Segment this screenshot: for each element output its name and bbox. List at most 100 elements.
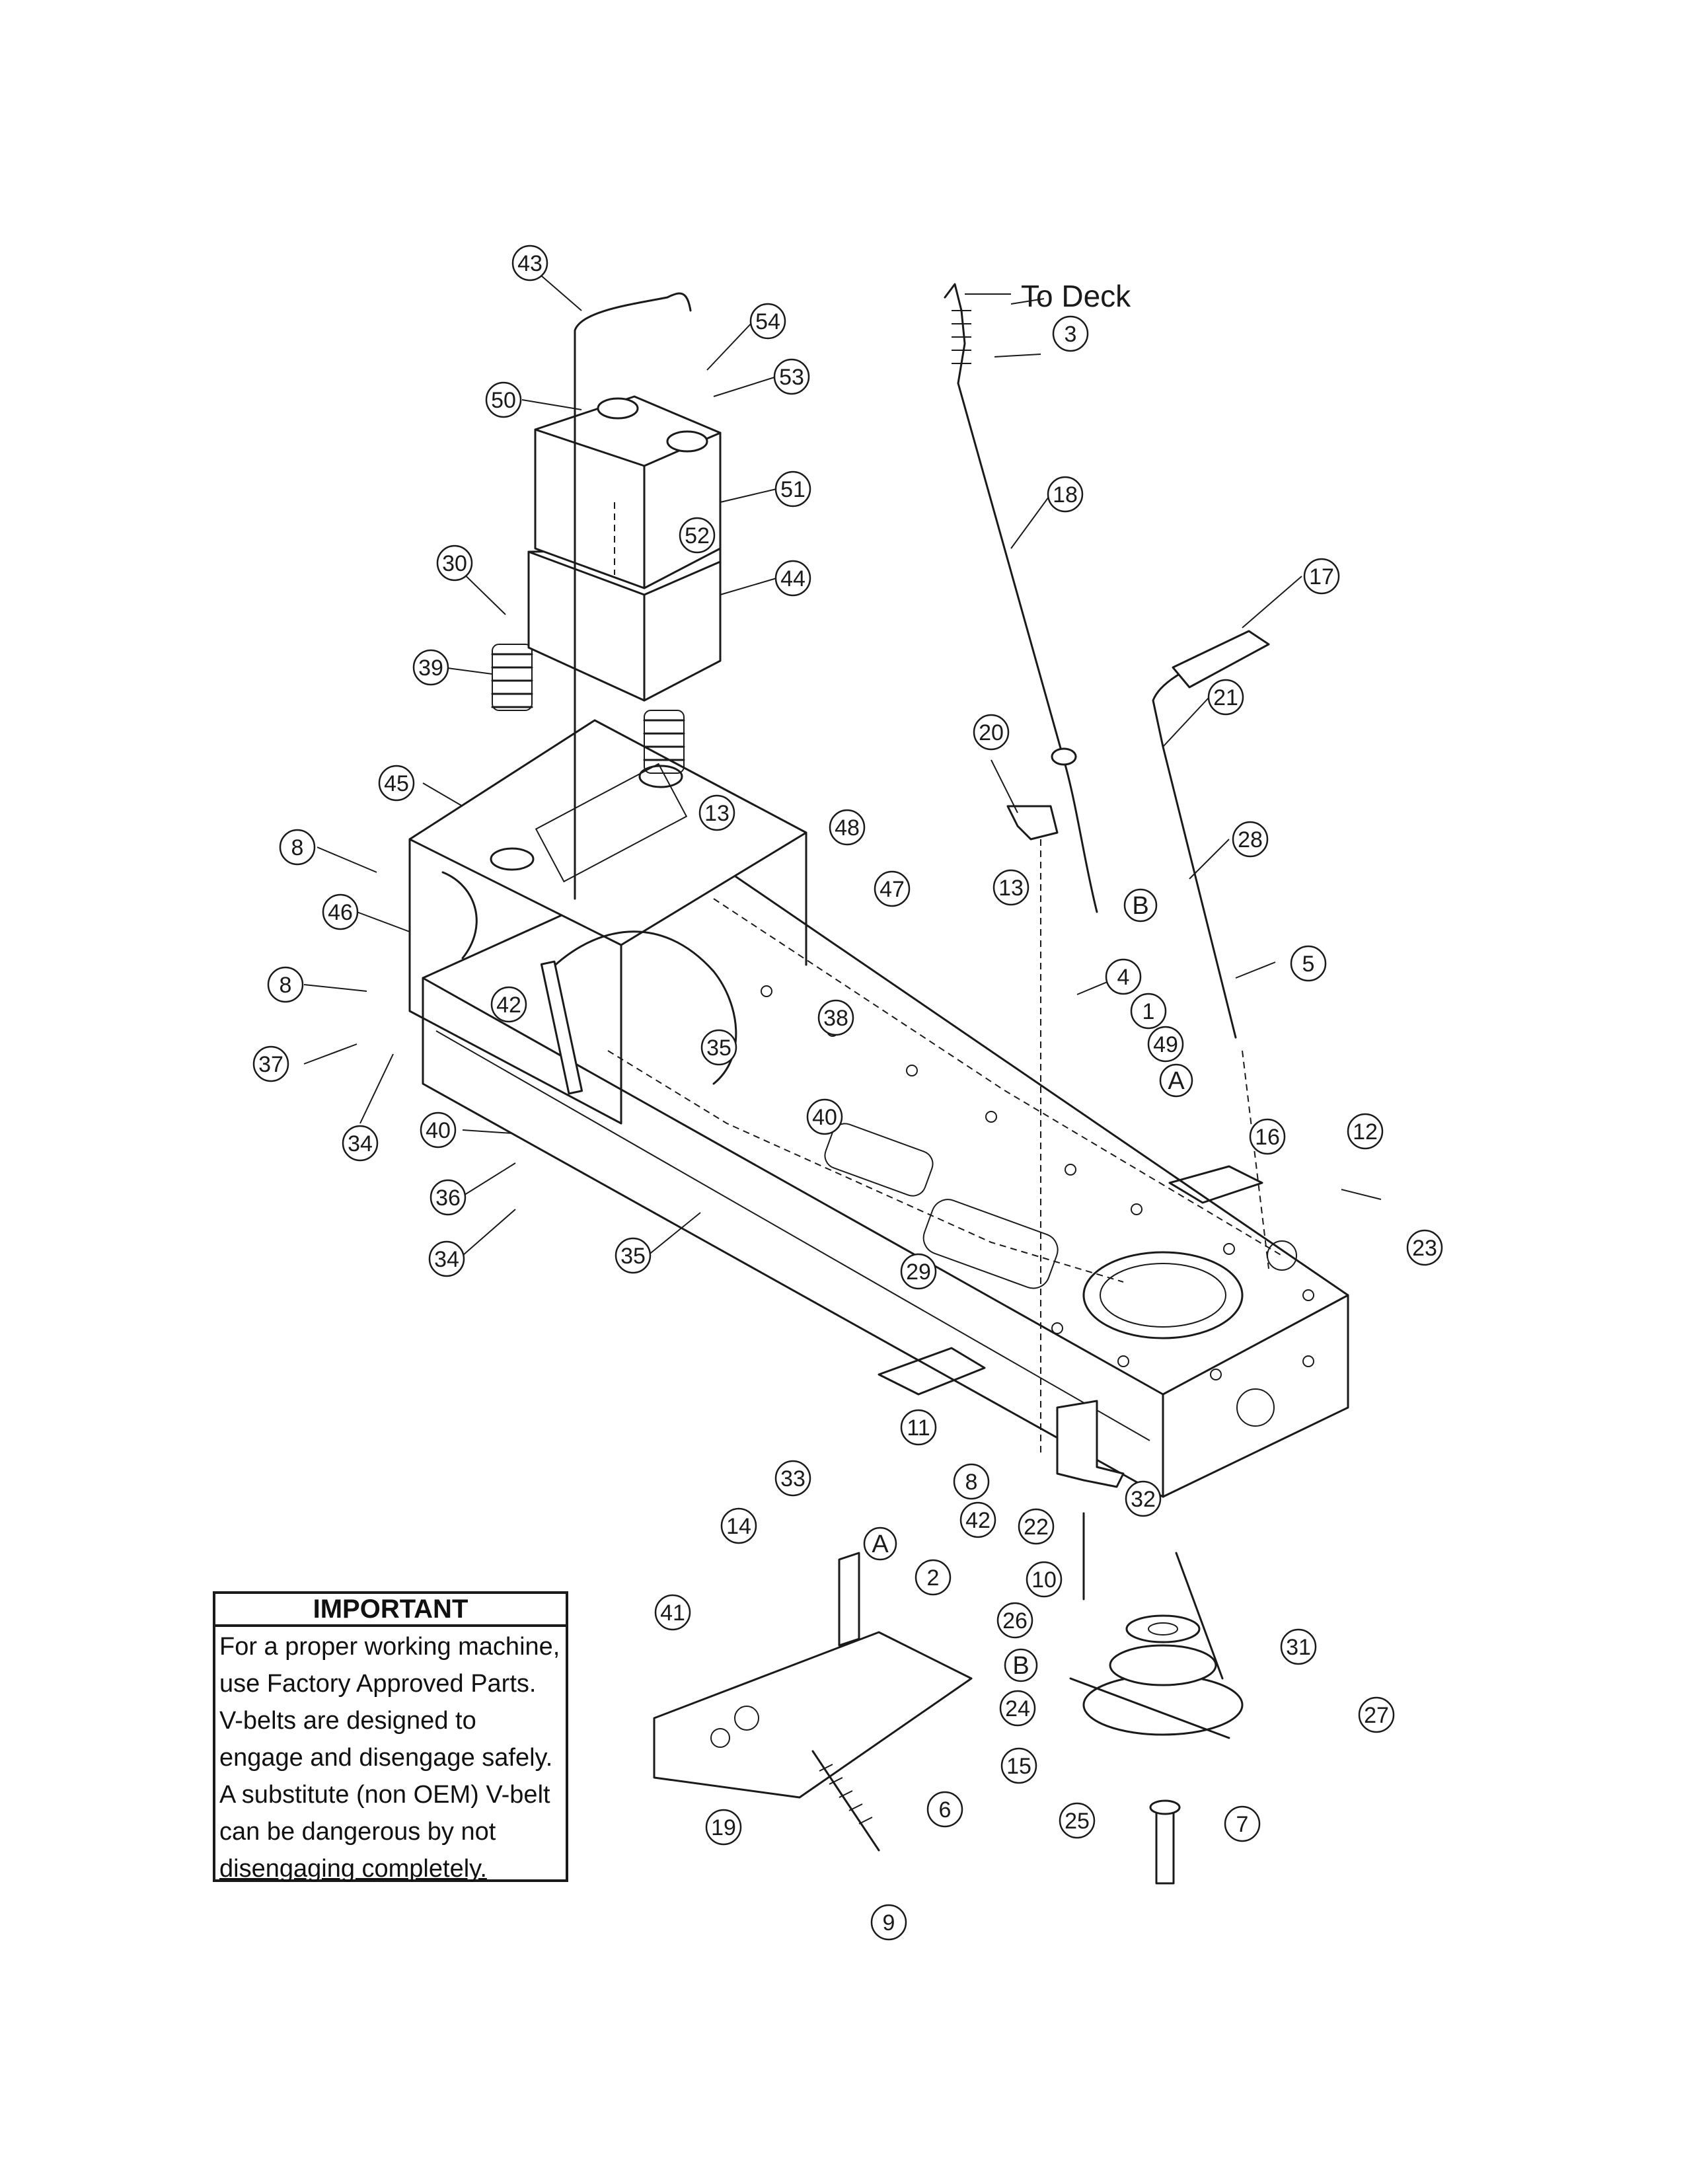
part-callout: 25	[1059, 1802, 1096, 1839]
callout-circle	[863, 1526, 897, 1561]
callout-circle	[720, 1507, 757, 1544]
pivot-bracket-32	[1056, 1400, 1125, 1600]
part-callout: 39	[412, 649, 449, 686]
callout-number: 40	[812, 1105, 837, 1130]
callout-circle	[1059, 1802, 1096, 1839]
callout-circle	[412, 649, 449, 686]
part-callout: 17	[1303, 558, 1340, 595]
callout-number: 38	[823, 1006, 848, 1031]
callout-number: 26	[1002, 1608, 1028, 1634]
part-callout: 13	[698, 794, 735, 831]
part-callout: 24	[999, 1690, 1036, 1727]
callout-circle	[436, 545, 473, 582]
part-callout: 48	[829, 809, 866, 846]
callout-number: 35	[706, 1036, 731, 1061]
callout-circle	[511, 245, 548, 282]
part-callout: 27	[1358, 1696, 1395, 1733]
callout-circle	[926, 1791, 963, 1828]
callout-circle	[774, 1460, 811, 1497]
part-callout: 37	[252, 1045, 289, 1082]
frame-assembly	[422, 851, 1349, 1498]
callout-circle	[959, 1501, 996, 1538]
part-callout: 35	[615, 1237, 652, 1274]
callout-circle	[490, 986, 527, 1023]
callout-circle	[1303, 558, 1340, 595]
callout-number: 30	[442, 551, 467, 576]
part-callout: 42	[490, 986, 527, 1023]
part-callout: 47	[874, 870, 911, 907]
part-callout: 36	[430, 1179, 467, 1216]
callout-number: 46	[328, 900, 353, 925]
part-callout: 7	[1224, 1805, 1261, 1842]
callout-circle	[378, 765, 415, 802]
deck-engagement-cable	[944, 283, 1098, 913]
callout-circle	[1047, 476, 1084, 513]
callout-circle	[279, 829, 316, 866]
important-lines: For a proper working machine, use Factor…	[215, 1627, 566, 1887]
callout-circle	[485, 381, 522, 418]
callout-circle	[700, 1029, 737, 1066]
part-callout: 52	[679, 517, 716, 554]
callout-circle	[1147, 1026, 1184, 1063]
callout-circle	[817, 999, 854, 1036]
seat-spring-right	[643, 710, 685, 774]
important-line: V-belts are designed to	[219, 1707, 476, 1735]
callout-circle	[973, 714, 1010, 751]
callout-number: 54	[755, 309, 780, 334]
callout-number: 28	[1238, 827, 1263, 852]
callout-circle	[1000, 1747, 1037, 1784]
part-callout: 40	[806, 1098, 843, 1135]
part-callout: 41	[654, 1594, 691, 1631]
callout-circle	[1004, 1648, 1038, 1682]
part-callout: 35	[700, 1029, 737, 1066]
callout-circle	[1347, 1113, 1384, 1150]
callout-number: 48	[835, 815, 860, 841]
reference-marker: A	[1159, 1063, 1193, 1098]
callout-circle	[679, 517, 716, 554]
lower-bracket-41	[653, 1552, 973, 1799]
callout-number: B	[1132, 892, 1148, 920]
callout-number: 21	[1213, 685, 1238, 710]
callout-number: 20	[979, 720, 1004, 745]
part-callout: 23	[1406, 1229, 1443, 1266]
important-notice: IMPORTANT For a proper working machine, …	[213, 1591, 568, 1883]
callout-number: 29	[906, 1260, 931, 1285]
callout-number: 8	[291, 835, 304, 860]
callout-number: 34	[434, 1247, 459, 1272]
callout-number: 36	[435, 1186, 461, 1211]
part-callout: 34	[342, 1125, 379, 1162]
callout-number: 14	[726, 1514, 751, 1539]
part-callout: 22	[1018, 1508, 1055, 1545]
part-callout: 40	[420, 1111, 457, 1148]
callout-number: 9	[883, 1910, 895, 1936]
callout-circle	[252, 1045, 289, 1082]
part-callout: 19	[705, 1809, 742, 1846]
callout-circle	[1026, 1561, 1063, 1598]
to-deck-label: To Deck	[1021, 279, 1131, 313]
callout-circle	[1249, 1118, 1286, 1155]
part-callout: 28	[1232, 821, 1269, 858]
callout-circle	[1358, 1696, 1395, 1733]
callout-number: 32	[1131, 1487, 1156, 1512]
part-callout: 53	[773, 358, 810, 395]
callout-circle	[774, 560, 811, 597]
part-callout: 30	[436, 545, 473, 582]
callout-circle	[749, 303, 786, 340]
callout-number: 40	[426, 1118, 451, 1143]
callout-number: A	[872, 1530, 889, 1558]
callout-circle	[322, 893, 359, 930]
callout-number: 43	[517, 251, 543, 276]
callout-circle	[773, 358, 810, 395]
callout-number: 24	[1005, 1696, 1030, 1721]
callout-number: 3	[1065, 322, 1077, 347]
part-callout: 1	[1130, 993, 1167, 1030]
callout-circle	[874, 870, 911, 907]
callout-number: 51	[780, 477, 805, 502]
part-callout: 11	[900, 1409, 937, 1446]
drive-pulley	[1069, 1552, 1244, 1885]
part-callout: 3	[1052, 315, 1089, 352]
callout-number: 41	[660, 1600, 685, 1626]
reference-marker: B	[1004, 1648, 1038, 1682]
part-callout: 50	[485, 381, 522, 418]
part-callout: 4	[1105, 958, 1142, 995]
